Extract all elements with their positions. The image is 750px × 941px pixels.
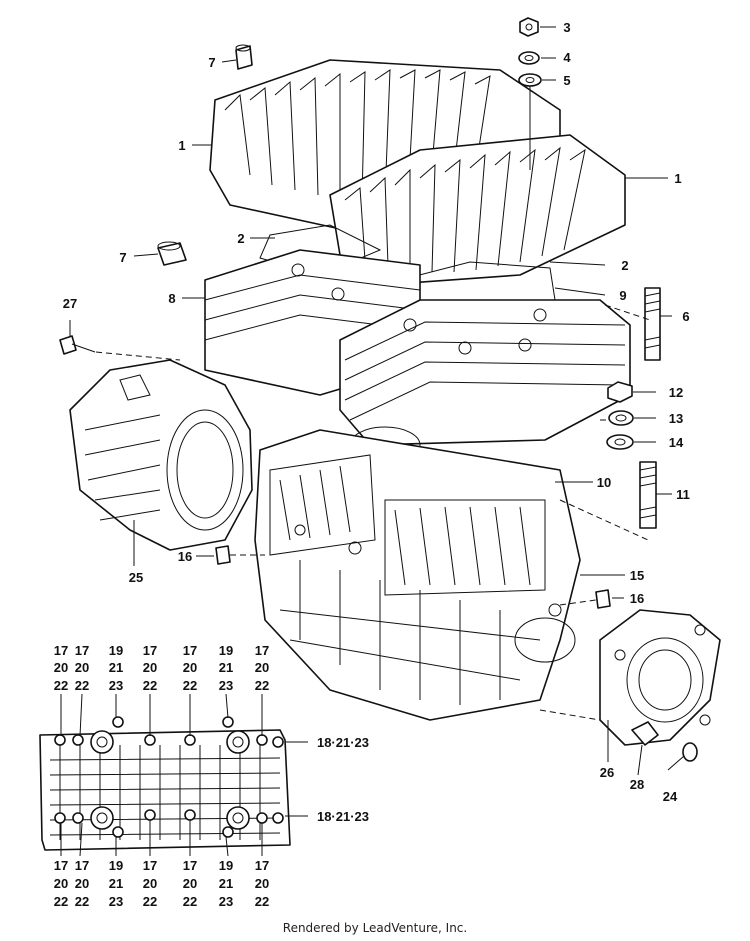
callout-26: 26 xyxy=(600,765,614,780)
screw-27 xyxy=(59,335,96,355)
washer-5 xyxy=(518,73,542,87)
bolt-ref-top-6a: 19 xyxy=(219,643,233,658)
bolt-columns-top: 17 20 22 17 20 22 19 21 23 17 20 22 17 2… xyxy=(54,643,269,737)
lock-washer-4 xyxy=(518,51,540,65)
bolt-ref-bottom-4a: 17 xyxy=(143,858,157,873)
callout-27: 27 xyxy=(63,296,77,311)
callout-8: 8 xyxy=(168,291,175,306)
bolt-ref-bottom-1c: 22 xyxy=(54,894,68,909)
bolt-ref-top-4b: 20 xyxy=(143,660,157,675)
stud-6 xyxy=(644,287,661,361)
bolt-ref-top-2a: 17 xyxy=(75,643,89,658)
bolt-ref-bottom-2b: 20 xyxy=(75,876,89,891)
callout-3: 3 xyxy=(563,20,570,35)
callout-labels: 3 4 5 7 1 1 2 2 7 8 9 27 6 12 13 14 10 1… xyxy=(63,20,690,824)
bolt-ref-top-7b: 20 xyxy=(255,660,269,675)
bolt-ref-top-3a: 19 xyxy=(109,643,123,658)
bolt-ref-top-7a: 17 xyxy=(255,643,269,658)
cylinder-block-front xyxy=(339,299,631,464)
callout-7: 7 xyxy=(208,55,215,70)
bolt-ref-top-3b: 21 xyxy=(109,660,123,675)
washer-14 xyxy=(606,434,634,450)
fan-housing xyxy=(69,359,253,551)
bolt-ref-top-5b: 20 xyxy=(183,660,197,675)
callout-16: 16 xyxy=(178,549,192,564)
bolt-ref-top-2c: 22 xyxy=(75,678,89,693)
crankcase xyxy=(254,429,581,721)
bolt-ref-bottom-2a: 17 xyxy=(75,858,89,873)
bolt-ref-top-1a: 17 xyxy=(54,643,68,658)
bolt-ref-top-2b: 20 xyxy=(75,660,89,675)
bolt-ref-bottom-7a: 17 xyxy=(255,858,269,873)
dowel-16-right xyxy=(595,589,611,609)
bolt-ref-bottom-1a: 17 xyxy=(54,858,68,873)
bolt-ref-bottom-3c: 23 xyxy=(109,894,123,909)
callout-16: 16 xyxy=(630,591,644,606)
bolt-ref-bottom-4b: 20 xyxy=(143,876,157,891)
callout-2: 2 xyxy=(621,258,628,273)
bolt-ref-bottom-1b: 20 xyxy=(54,876,68,891)
cylinder-head-front xyxy=(329,134,626,286)
bolt-ref-bottom-7b: 20 xyxy=(255,876,269,891)
bolt-ref-top-6b: 21 xyxy=(219,660,233,675)
callout-14: 14 xyxy=(669,435,684,450)
callout-6: 6 xyxy=(682,309,689,324)
bolt-ref-top-4c: 22 xyxy=(143,678,157,693)
bolt-ref-bottom-3b: 21 xyxy=(109,876,123,891)
bolt-ref-bottom-5b: 20 xyxy=(183,876,197,891)
bolt-ref-top-1b: 20 xyxy=(54,660,68,675)
callout-4: 4 xyxy=(563,50,571,65)
bolt-ref-top-5a: 17 xyxy=(183,643,197,658)
lock-washer-13 xyxy=(608,410,634,426)
callout-1: 1 xyxy=(674,171,681,186)
nut-3 xyxy=(519,17,539,37)
stud-11 xyxy=(639,461,657,529)
callout-7: 7 xyxy=(119,250,126,265)
bolt-ref-top-7c: 22 xyxy=(255,678,269,693)
callout-9: 9 xyxy=(619,288,626,303)
bolt-columns-bottom: 17 20 22 17 20 22 19 21 23 17 20 22 17 2… xyxy=(54,820,269,909)
footer-credit: Rendered by LeadVenture, Inc. xyxy=(282,921,468,935)
bolt-ref-top-6c: 23 xyxy=(219,678,233,693)
bolt-ref-bottom-5a: 17 xyxy=(183,858,197,873)
dowel-7-mid xyxy=(157,241,187,266)
callout-15: 15 xyxy=(630,568,644,583)
callout-25: 25 xyxy=(129,570,143,585)
callout-18-21-23: 18·21·23 xyxy=(317,809,369,824)
bolt-ref-bottom-4c: 22 xyxy=(143,894,157,909)
bolt-ref-top-3c: 23 xyxy=(109,678,123,693)
crankcase-bottom-view xyxy=(39,716,291,851)
leader-lines xyxy=(69,26,672,817)
bolt-ref-bottom-2c: 22 xyxy=(75,894,89,909)
callout-12: 12 xyxy=(669,385,683,400)
callout-18-21-23: 18·21·23 xyxy=(317,735,369,750)
bolt-ref-bottom-6b: 21 xyxy=(219,876,233,891)
dowel-7-top xyxy=(235,44,253,70)
bolt-ref-top-5c: 22 xyxy=(183,678,197,693)
bearing-housing xyxy=(599,609,721,746)
callout-24: 24 xyxy=(663,789,678,804)
dowel-16-left xyxy=(215,545,231,565)
callout-10: 10 xyxy=(597,475,611,490)
bolt-ref-bottom-3a: 19 xyxy=(109,858,123,873)
bolt-ref-top-1c: 22 xyxy=(54,678,68,693)
bolt-ref-top-4a: 17 xyxy=(143,643,157,658)
bolt-ref-bottom-6c: 23 xyxy=(219,894,233,909)
callout-11: 11 xyxy=(676,487,690,502)
callout-2: 2 xyxy=(237,231,244,246)
callout-13: 13 xyxy=(669,411,683,426)
callout-28: 28 xyxy=(630,777,644,792)
screw-24 xyxy=(667,742,698,771)
nut-12 xyxy=(607,381,633,403)
bolt-ref-bottom-6a: 19 xyxy=(219,858,233,873)
bolt-ref-bottom-5c: 22 xyxy=(183,894,197,909)
callout-5: 5 xyxy=(563,73,570,88)
bolt-ref-bottom-7c: 22 xyxy=(255,894,269,909)
callout-1: 1 xyxy=(178,138,185,153)
seal-28 xyxy=(631,721,659,746)
